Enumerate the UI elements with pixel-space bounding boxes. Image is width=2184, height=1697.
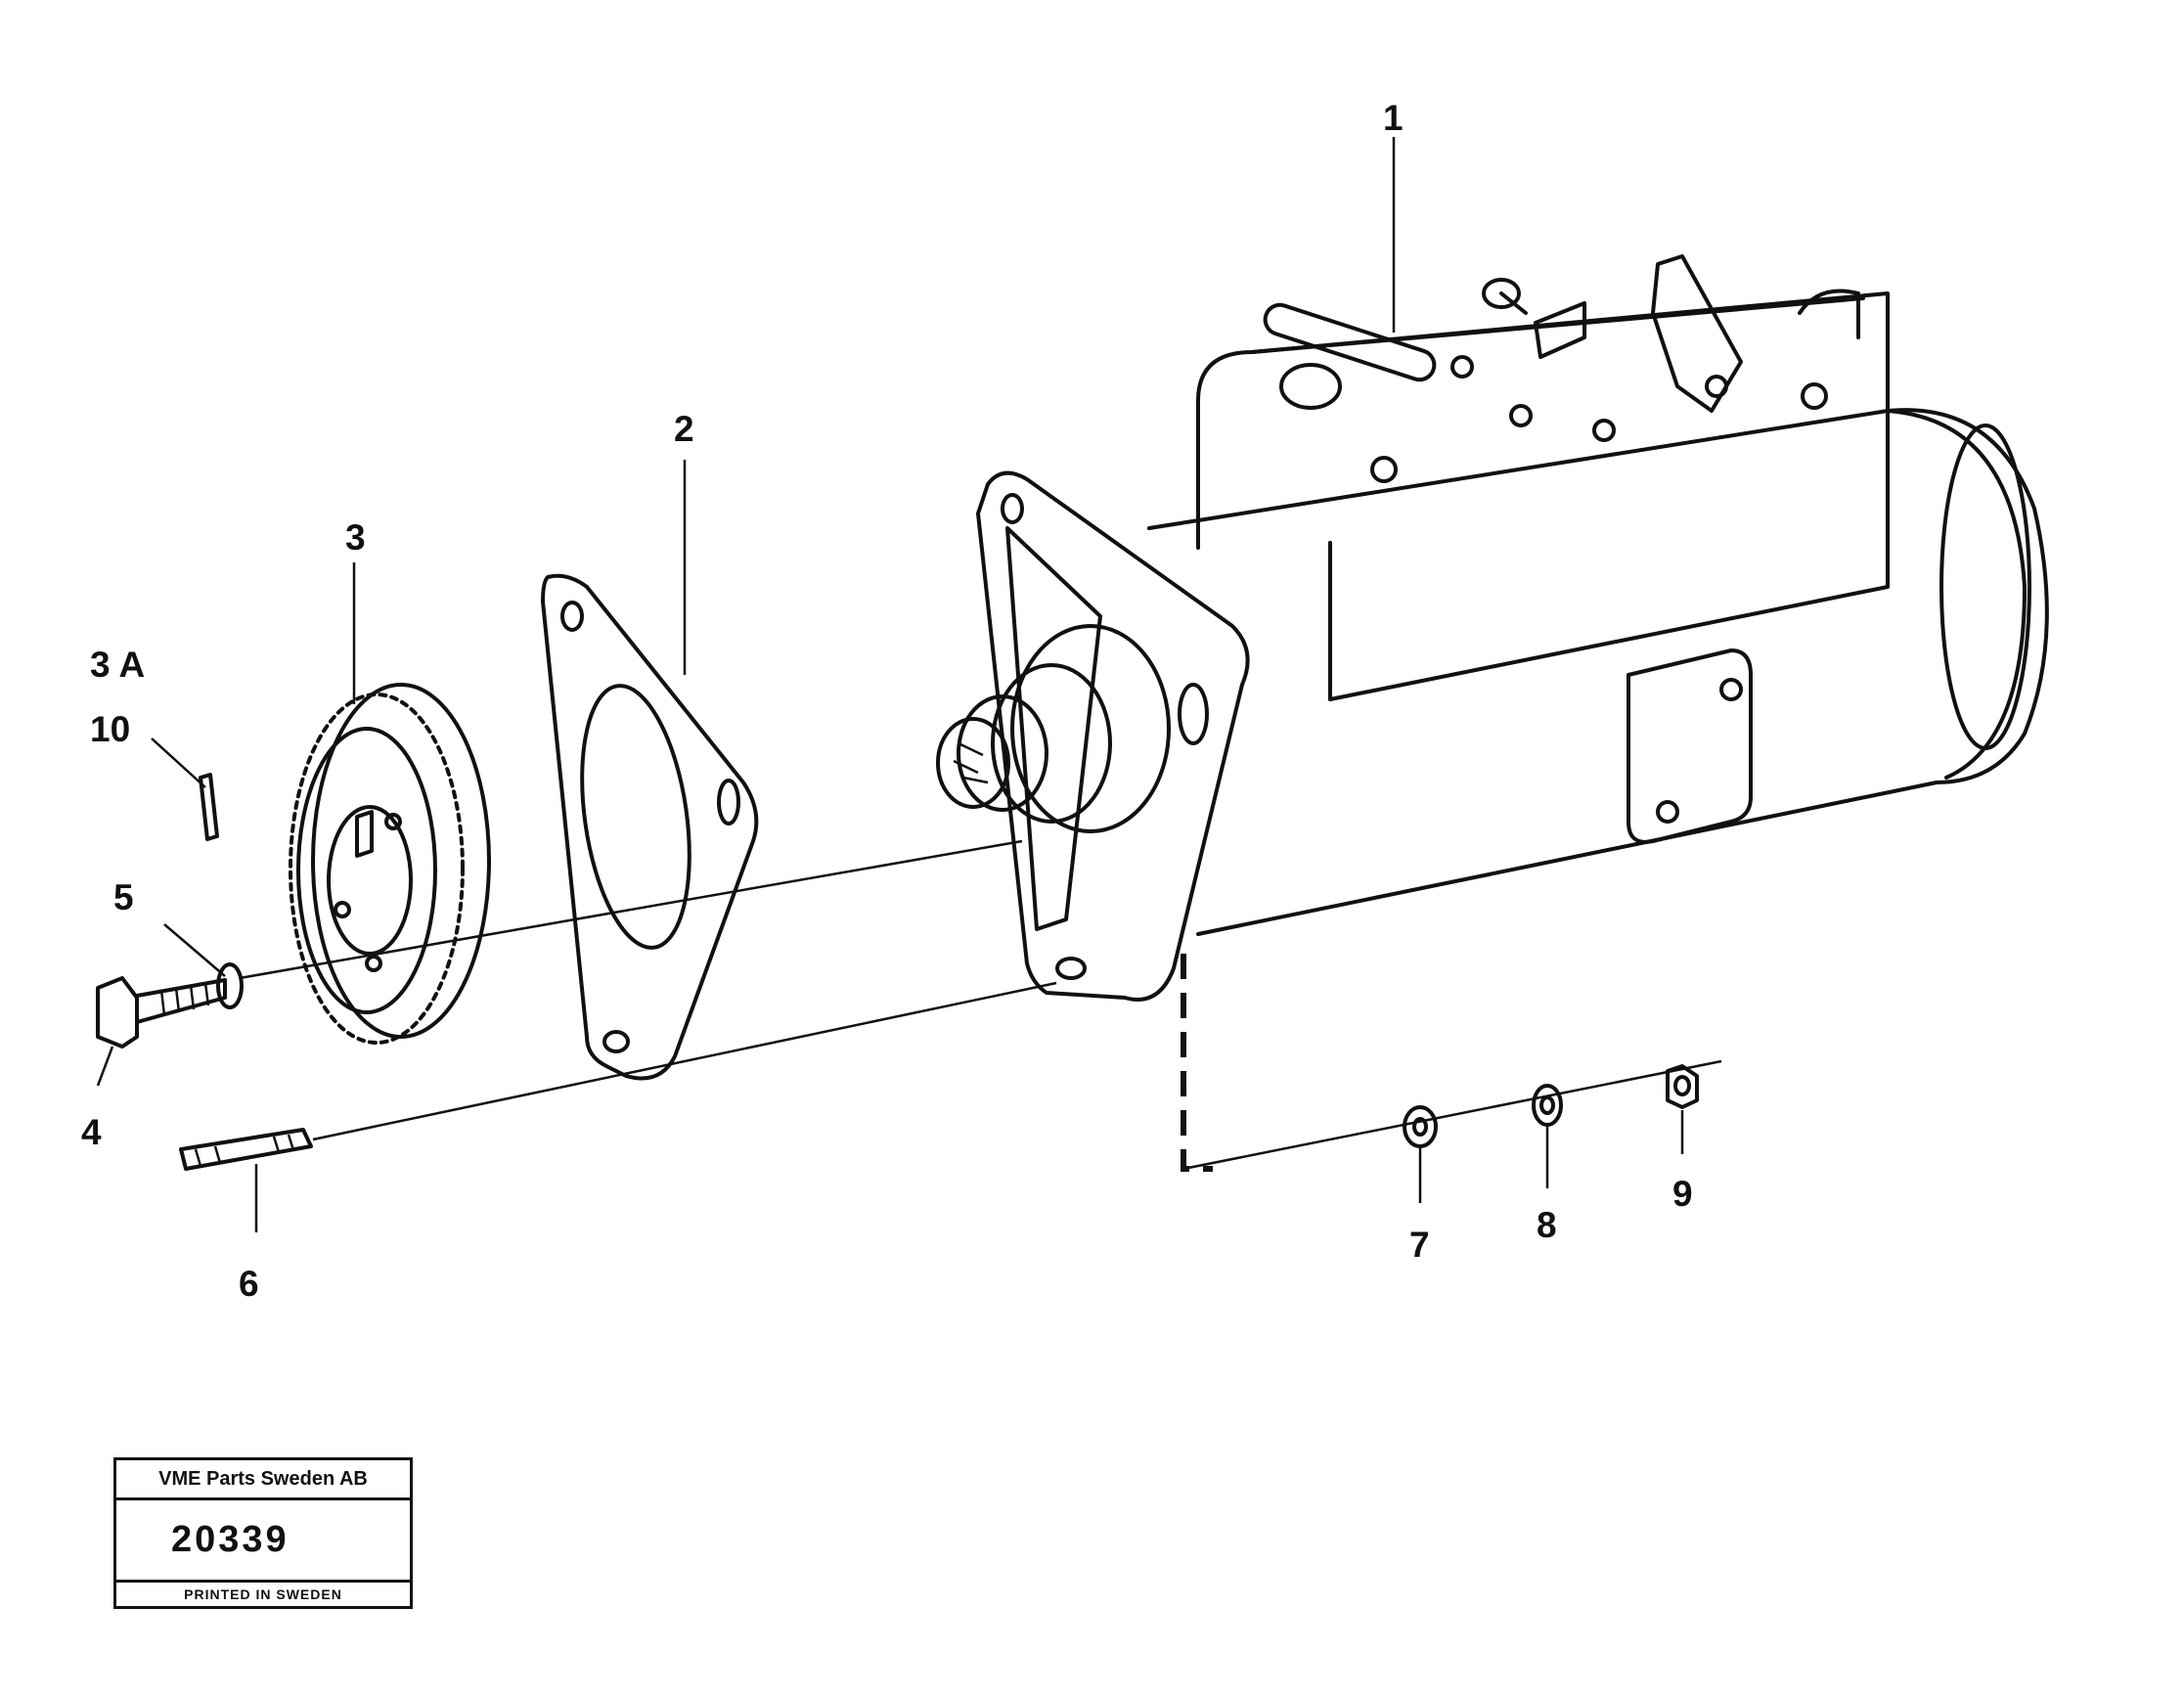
key-pin — [199, 773, 219, 841]
gasket — [541, 573, 759, 1081]
callout-2: 2 — [674, 409, 694, 449]
fastener-set — [1403, 1064, 1699, 1148]
callout-1: 1 — [1383, 98, 1404, 138]
washer-7 — [1403, 1105, 1438, 1148]
leader-lines — [96, 137, 1684, 1232]
drive-gear — [289, 683, 491, 1045]
callout-10: 10 — [90, 709, 130, 749]
nut-9 — [1666, 1064, 1699, 1109]
callout-7: 7 — [1409, 1225, 1430, 1265]
injection-pump — [936, 254, 2049, 1002]
stamp-company: VME Parts Sweden AB — [116, 1460, 410, 1500]
title-stamp: VME Parts Sweden AB 20339 PRINTED IN SWE… — [113, 1457, 413, 1609]
callout-4: 4 — [81, 1112, 102, 1152]
callout-9: 9 — [1672, 1174, 1693, 1214]
callout-5: 5 — [113, 877, 134, 917]
washer-5 — [216, 962, 244, 1009]
stamp-drawing-number: 20339 — [171, 1519, 290, 1560]
washer-8 — [1532, 1084, 1563, 1127]
assembly-lines — [239, 839, 1722, 1172]
stud — [179, 1128, 313, 1171]
callout-8: 8 — [1537, 1205, 1557, 1245]
callout-3: 3 — [345, 517, 366, 558]
callout-3a: 3 A — [90, 645, 145, 685]
callout-6: 6 — [239, 1264, 259, 1304]
stamp-footer: PRINTED IN SWEDEN — [116, 1580, 410, 1606]
bolt — [96, 976, 227, 1049]
